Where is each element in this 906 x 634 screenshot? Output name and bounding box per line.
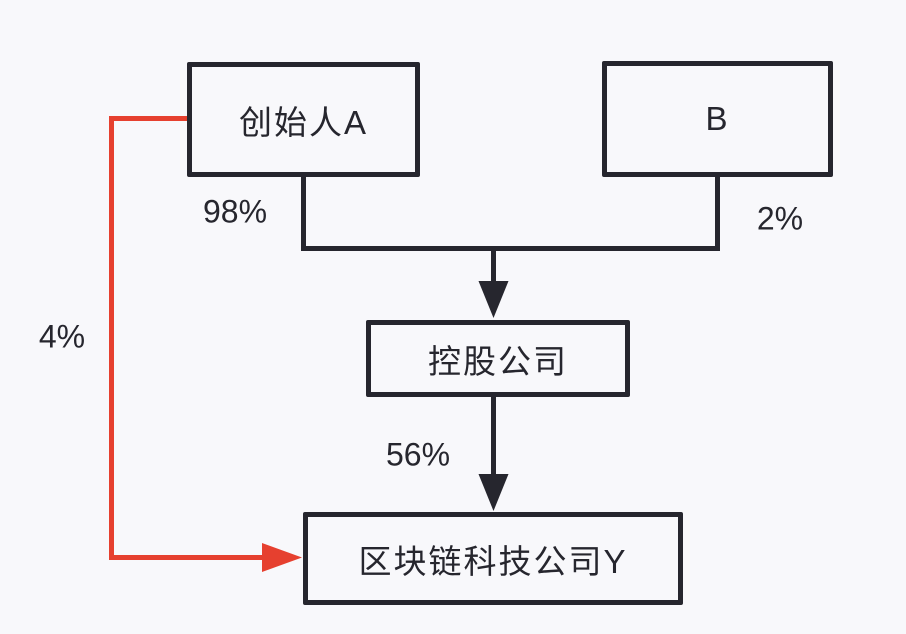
edge-founders-bus	[301, 175, 720, 251]
edge-label-56-percent: 56%	[385, 436, 451, 473]
arrowhead-to-holding-icon	[478, 281, 509, 318]
node-blockchain-company-y: 区块链科技公司Y	[303, 512, 683, 605]
edge-label-2-percent: 2%	[756, 200, 804, 237]
node-b: B	[602, 61, 833, 177]
edge-label-98-percent: 98%	[202, 193, 268, 230]
node-b-label: B	[705, 100, 730, 137]
node-founder-a: 创始人A	[187, 62, 420, 177]
node-holding-company-label: 控股公司	[428, 342, 568, 380]
edge-founder-to-blockchain-red	[109, 116, 264, 560]
node-founder-a-label: 创始人A	[238, 103, 368, 141]
node-holding-company: 控股公司	[366, 320, 630, 397]
arrowhead-to-blockchain-icon	[478, 474, 509, 511]
red-arrowhead-to-blockchain-icon	[262, 543, 302, 572]
edge-label-4-percent: 4%	[38, 318, 86, 355]
node-blockchain-company-y-label: 区块链科技公司Y	[358, 542, 628, 580]
